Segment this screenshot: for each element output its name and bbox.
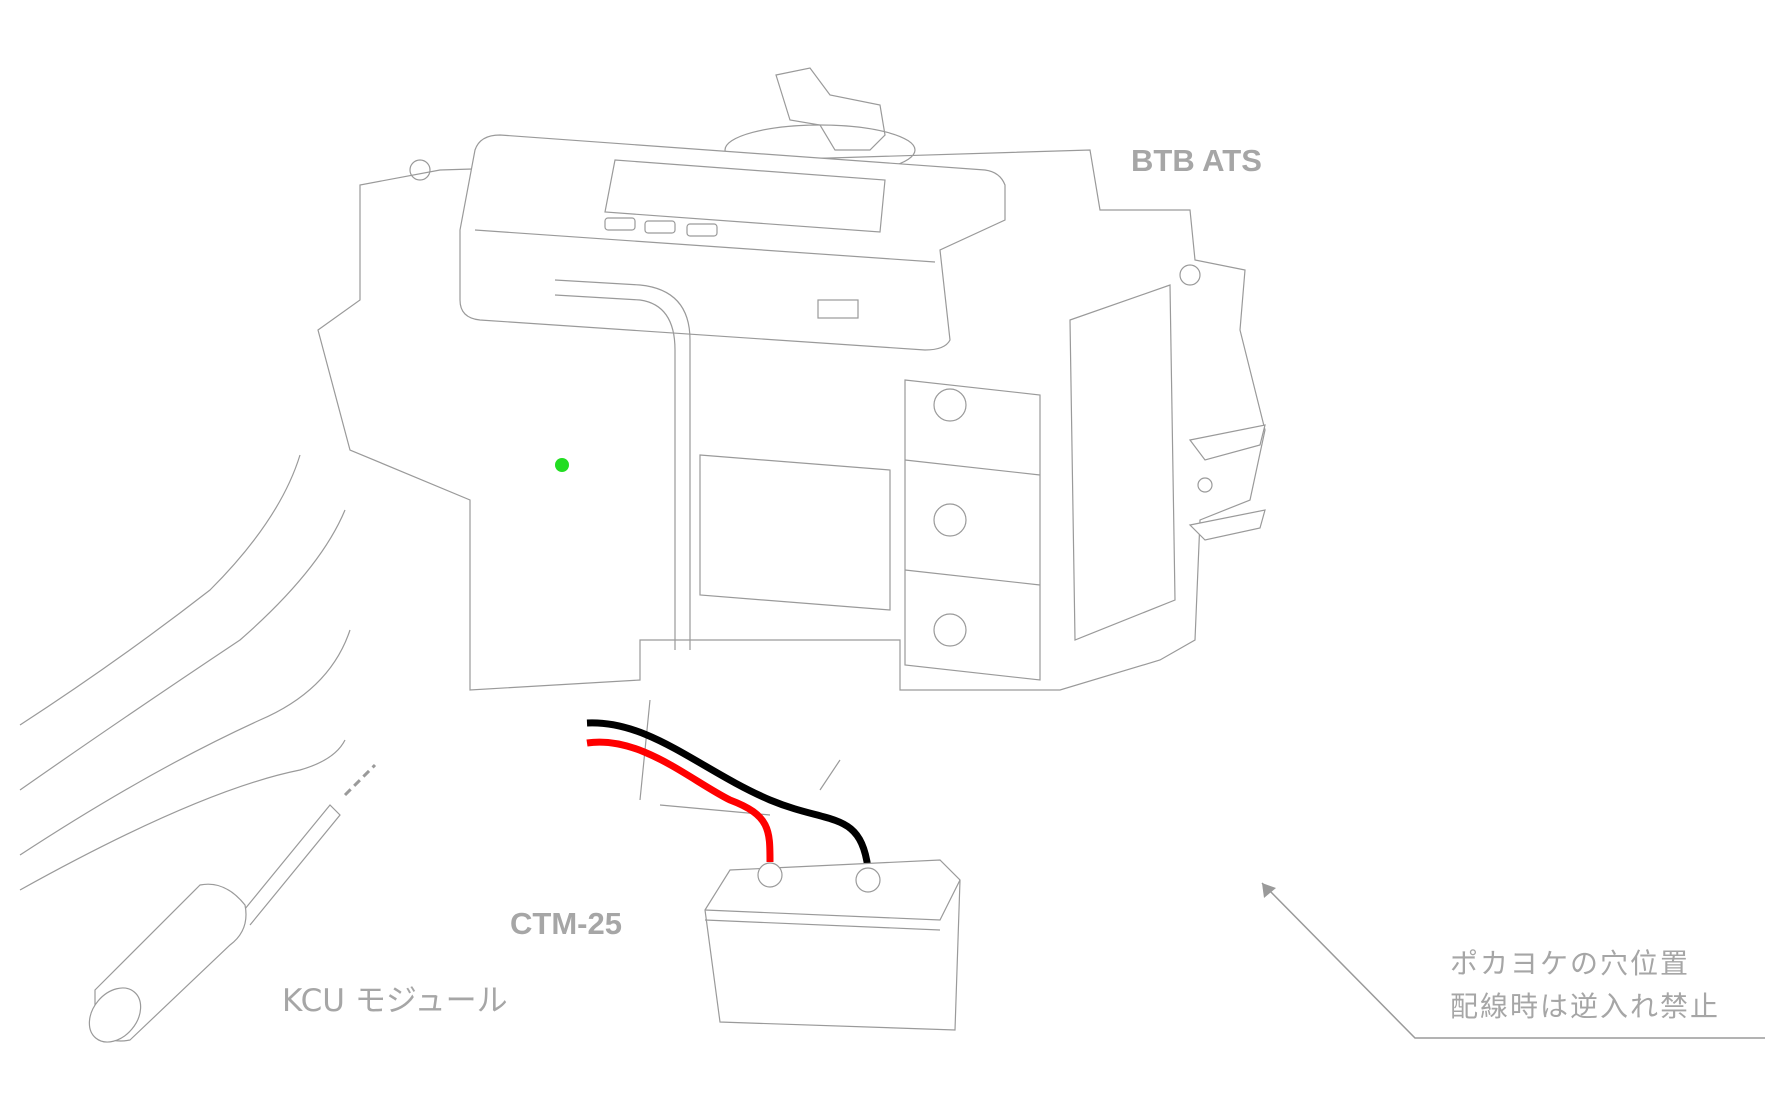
label-btb-ats: BTB ATS <box>1131 143 1262 178</box>
note-line-2: 配線時は逆入れ禁止 <box>1450 990 1721 1023</box>
label-ctm-25: CTM-25 <box>510 906 622 941</box>
ctm-25-module <box>704 859 961 1031</box>
hand-outline <box>19 454 351 891</box>
label-kcu-module: KCU モジュール <box>282 983 508 1019</box>
arrowhead-icon <box>1262 883 1276 898</box>
red-wire <box>586 738 774 863</box>
terminal-block <box>409 159 1266 681</box>
note-line-1: ポカヨケの穴位置 <box>1450 947 1691 980</box>
screwdriver-icon <box>88 763 377 1043</box>
leader-line <box>1261 882 1765 1039</box>
green-marker <box>555 458 569 472</box>
btb-ats-unit <box>317 67 1266 816</box>
black-wire <box>586 719 872 869</box>
